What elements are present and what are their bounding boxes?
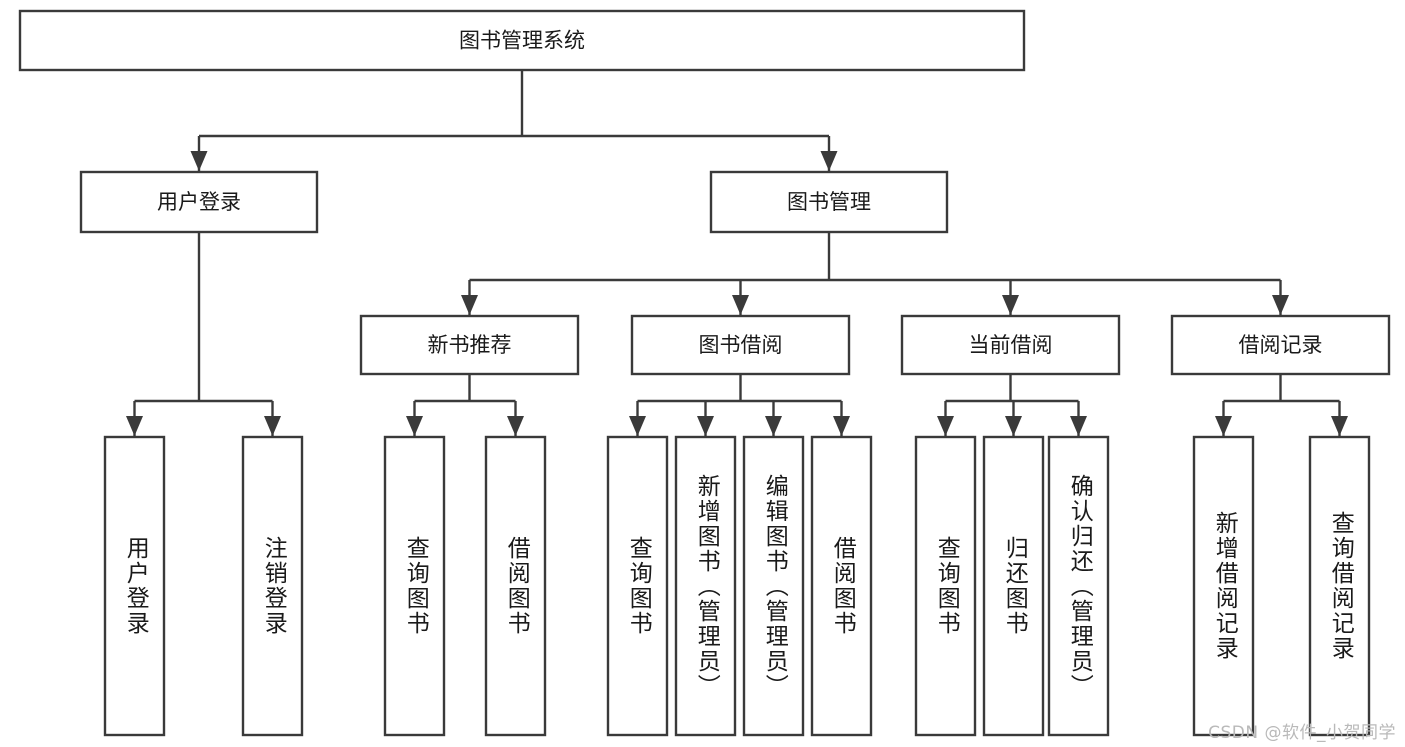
- node-box-book-manage[interactable]: [709, 170, 949, 234]
- arrow-head-icon: [507, 416, 524, 436]
- connectors-layer: [126, 70, 1348, 436]
- node-label-user-login: 用户登录: [157, 190, 241, 214]
- node-box-leaf-edit-book[interactable]: [742, 435, 805, 737]
- arrow-head-icon: [629, 416, 646, 436]
- node-box-leaf-query-book-2[interactable]: [606, 435, 669, 737]
- node-box-leaf-return-book[interactable]: [982, 435, 1045, 737]
- node-box-leaf-query-record[interactable]: [1308, 435, 1371, 737]
- arrow-head-icon: [937, 416, 954, 436]
- arrow-head-icon: [1272, 295, 1289, 315]
- arrow-head-icon: [697, 416, 714, 436]
- node-label-borrow-record: 借阅记录: [1239, 333, 1323, 357]
- node-box-current-borrow[interactable]: [900, 314, 1121, 376]
- arrow-head-icon: [461, 295, 478, 315]
- node-box-leaf-query-book-1[interactable]: [383, 435, 446, 737]
- node-box-book-borrow[interactable]: [630, 314, 851, 376]
- arrow-head-icon: [264, 416, 281, 436]
- arrow-head-icon: [1331, 416, 1348, 436]
- node-box-borrow-record[interactable]: [1170, 314, 1391, 376]
- node-label-current-borrow: 当前借阅: [969, 333, 1053, 357]
- arrow-head-icon: [765, 416, 782, 436]
- arrow-head-icon: [1070, 416, 1087, 436]
- node-label-book-manage: 图书管理: [787, 190, 871, 214]
- watermark-text: CSDN @软件_小贺同学: [1208, 723, 1396, 743]
- node-box-user-login[interactable]: [79, 170, 319, 234]
- node-box-leaf-borrow-book-1[interactable]: [484, 435, 547, 737]
- node-box-leaf-user-login[interactable]: [103, 435, 166, 737]
- node-box-new-book-rec[interactable]: [359, 314, 580, 376]
- node-label-new-book-rec: 新书推荐: [428, 333, 512, 357]
- node-label-book-borrow: 图书借阅: [699, 333, 783, 357]
- node-box-leaf-borrow-book-2[interactable]: [810, 435, 873, 737]
- arrow-head-icon: [1002, 295, 1019, 315]
- arrow-head-icon: [126, 416, 143, 436]
- node-box-leaf-query-book-3[interactable]: [914, 435, 977, 737]
- node-box-leaf-logout[interactable]: [241, 435, 304, 737]
- arrow-head-icon: [1215, 416, 1232, 436]
- node-box-leaf-add-record[interactable]: [1192, 435, 1255, 737]
- node-box-leaf-confirm-return[interactable]: [1047, 435, 1110, 737]
- arrow-head-icon: [190, 151, 208, 171]
- arrow-head-icon: [820, 151, 838, 171]
- arrow-head-icon: [833, 416, 850, 436]
- node-label-root: 图书管理系统: [459, 29, 585, 53]
- boxes-layer: [18, 9, 1391, 737]
- node-box-root[interactable]: [18, 9, 1026, 72]
- arrow-head-icon: [732, 295, 749, 315]
- arrow-head-icon: [1005, 416, 1022, 436]
- node-box-leaf-add-book[interactable]: [674, 435, 737, 737]
- arrow-head-icon: [406, 416, 423, 436]
